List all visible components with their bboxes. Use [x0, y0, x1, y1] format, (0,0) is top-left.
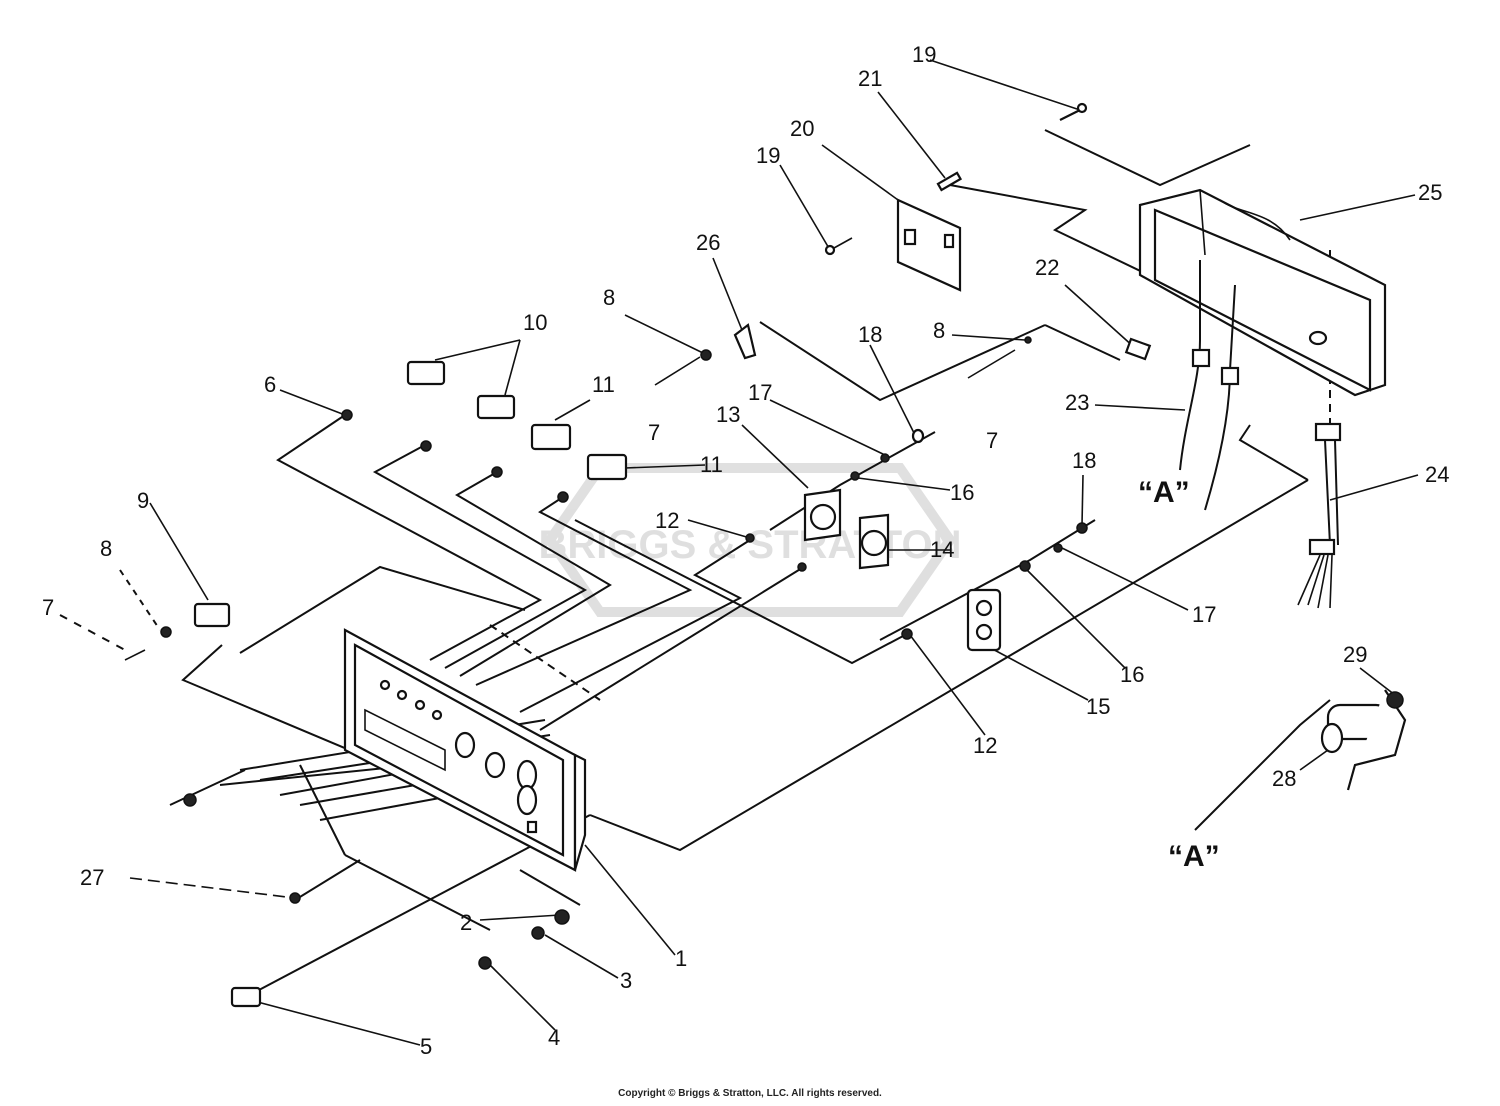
label-17: 17	[1192, 602, 1216, 627]
label-19: 19	[912, 42, 936, 67]
label-14: 14	[930, 537, 954, 562]
screw-19-top	[1059, 109, 1081, 121]
label-18: 18	[858, 322, 882, 347]
label-23: 23	[1065, 390, 1089, 415]
label-11: 11	[700, 452, 723, 477]
screw-7-a	[654, 356, 701, 386]
hardware-nuts	[160, 336, 1088, 970]
label-7: 7	[42, 595, 54, 620]
label-25: 25	[1418, 180, 1442, 205]
label-17: 17	[748, 380, 772, 405]
label-15: 15	[1086, 694, 1110, 719]
label-10: 10	[523, 310, 547, 335]
control-panel	[343, 628, 587, 872]
breaker-11-a	[530, 423, 572, 451]
solenoid	[1320, 689, 1407, 791]
screw-7-b	[967, 349, 1016, 379]
label-26: 26	[696, 230, 720, 255]
board-component	[943, 233, 955, 249]
parts	[124, 102, 1407, 1008]
label-8: 8	[933, 318, 945, 343]
label-7: 7	[986, 428, 998, 453]
label-1: 1	[675, 946, 687, 971]
label-12: 12	[973, 733, 997, 758]
label-5: 5	[420, 1034, 432, 1059]
label-11: 11	[592, 372, 615, 397]
label-24: 24	[1425, 462, 1449, 487]
label-7: 7	[648, 420, 660, 445]
switch-10-b	[476, 394, 516, 420]
callout-labels: 19 21 20 19 25 26 22 8 10 8 18 6 11 17 2…	[42, 42, 1449, 1059]
bracket	[733, 323, 757, 360]
leader-lines	[129, 59, 1419, 1046]
label-20: 20	[790, 116, 814, 141]
copyright-notice: Copyright © Briggs & Stratton, LLC. All …	[618, 1088, 882, 1099]
wire-harness	[1179, 260, 1342, 609]
circuit-board	[896, 198, 962, 292]
label-12: 12	[655, 508, 679, 533]
breaker-11-b	[586, 453, 628, 481]
label-4: 4	[548, 1025, 560, 1050]
screw-7-c	[124, 649, 146, 661]
label-6: 6	[264, 372, 276, 397]
rectifier-5	[230, 986, 262, 1008]
label-13: 13	[716, 402, 740, 427]
label-9: 9	[137, 488, 149, 513]
label-8: 8	[603, 285, 615, 310]
receptacle-9	[193, 602, 231, 628]
screw-19-left	[824, 244, 836, 256]
label-2: 2	[460, 910, 472, 935]
label-22: 22	[1035, 255, 1059, 280]
ref-label-A: “A”	[1168, 840, 1220, 873]
label-19: 19	[756, 143, 780, 168]
fuse	[936, 171, 963, 192]
label-18: 18	[1072, 448, 1096, 473]
label-16: 16	[1120, 662, 1144, 687]
label-29: 29	[1343, 642, 1367, 667]
duplex-outlet	[966, 588, 1002, 652]
brand-watermark: BRIGGS & STRATTON	[539, 463, 962, 617]
switch-10-a	[406, 360, 446, 386]
watermark-text: BRIGGS & STRATTON	[539, 523, 962, 567]
label-16: 16	[950, 480, 974, 505]
terminal-block	[1124, 337, 1152, 361]
rear-enclosure	[1138, 188, 1387, 397]
label-21: 21	[858, 66, 882, 91]
label-3: 3	[620, 968, 632, 993]
label-28: 28	[1272, 766, 1296, 791]
label-27: 27	[80, 865, 104, 890]
label-8: 8	[100, 536, 112, 561]
board-component	[903, 228, 917, 246]
ref-label-A: “A”	[1138, 476, 1190, 509]
